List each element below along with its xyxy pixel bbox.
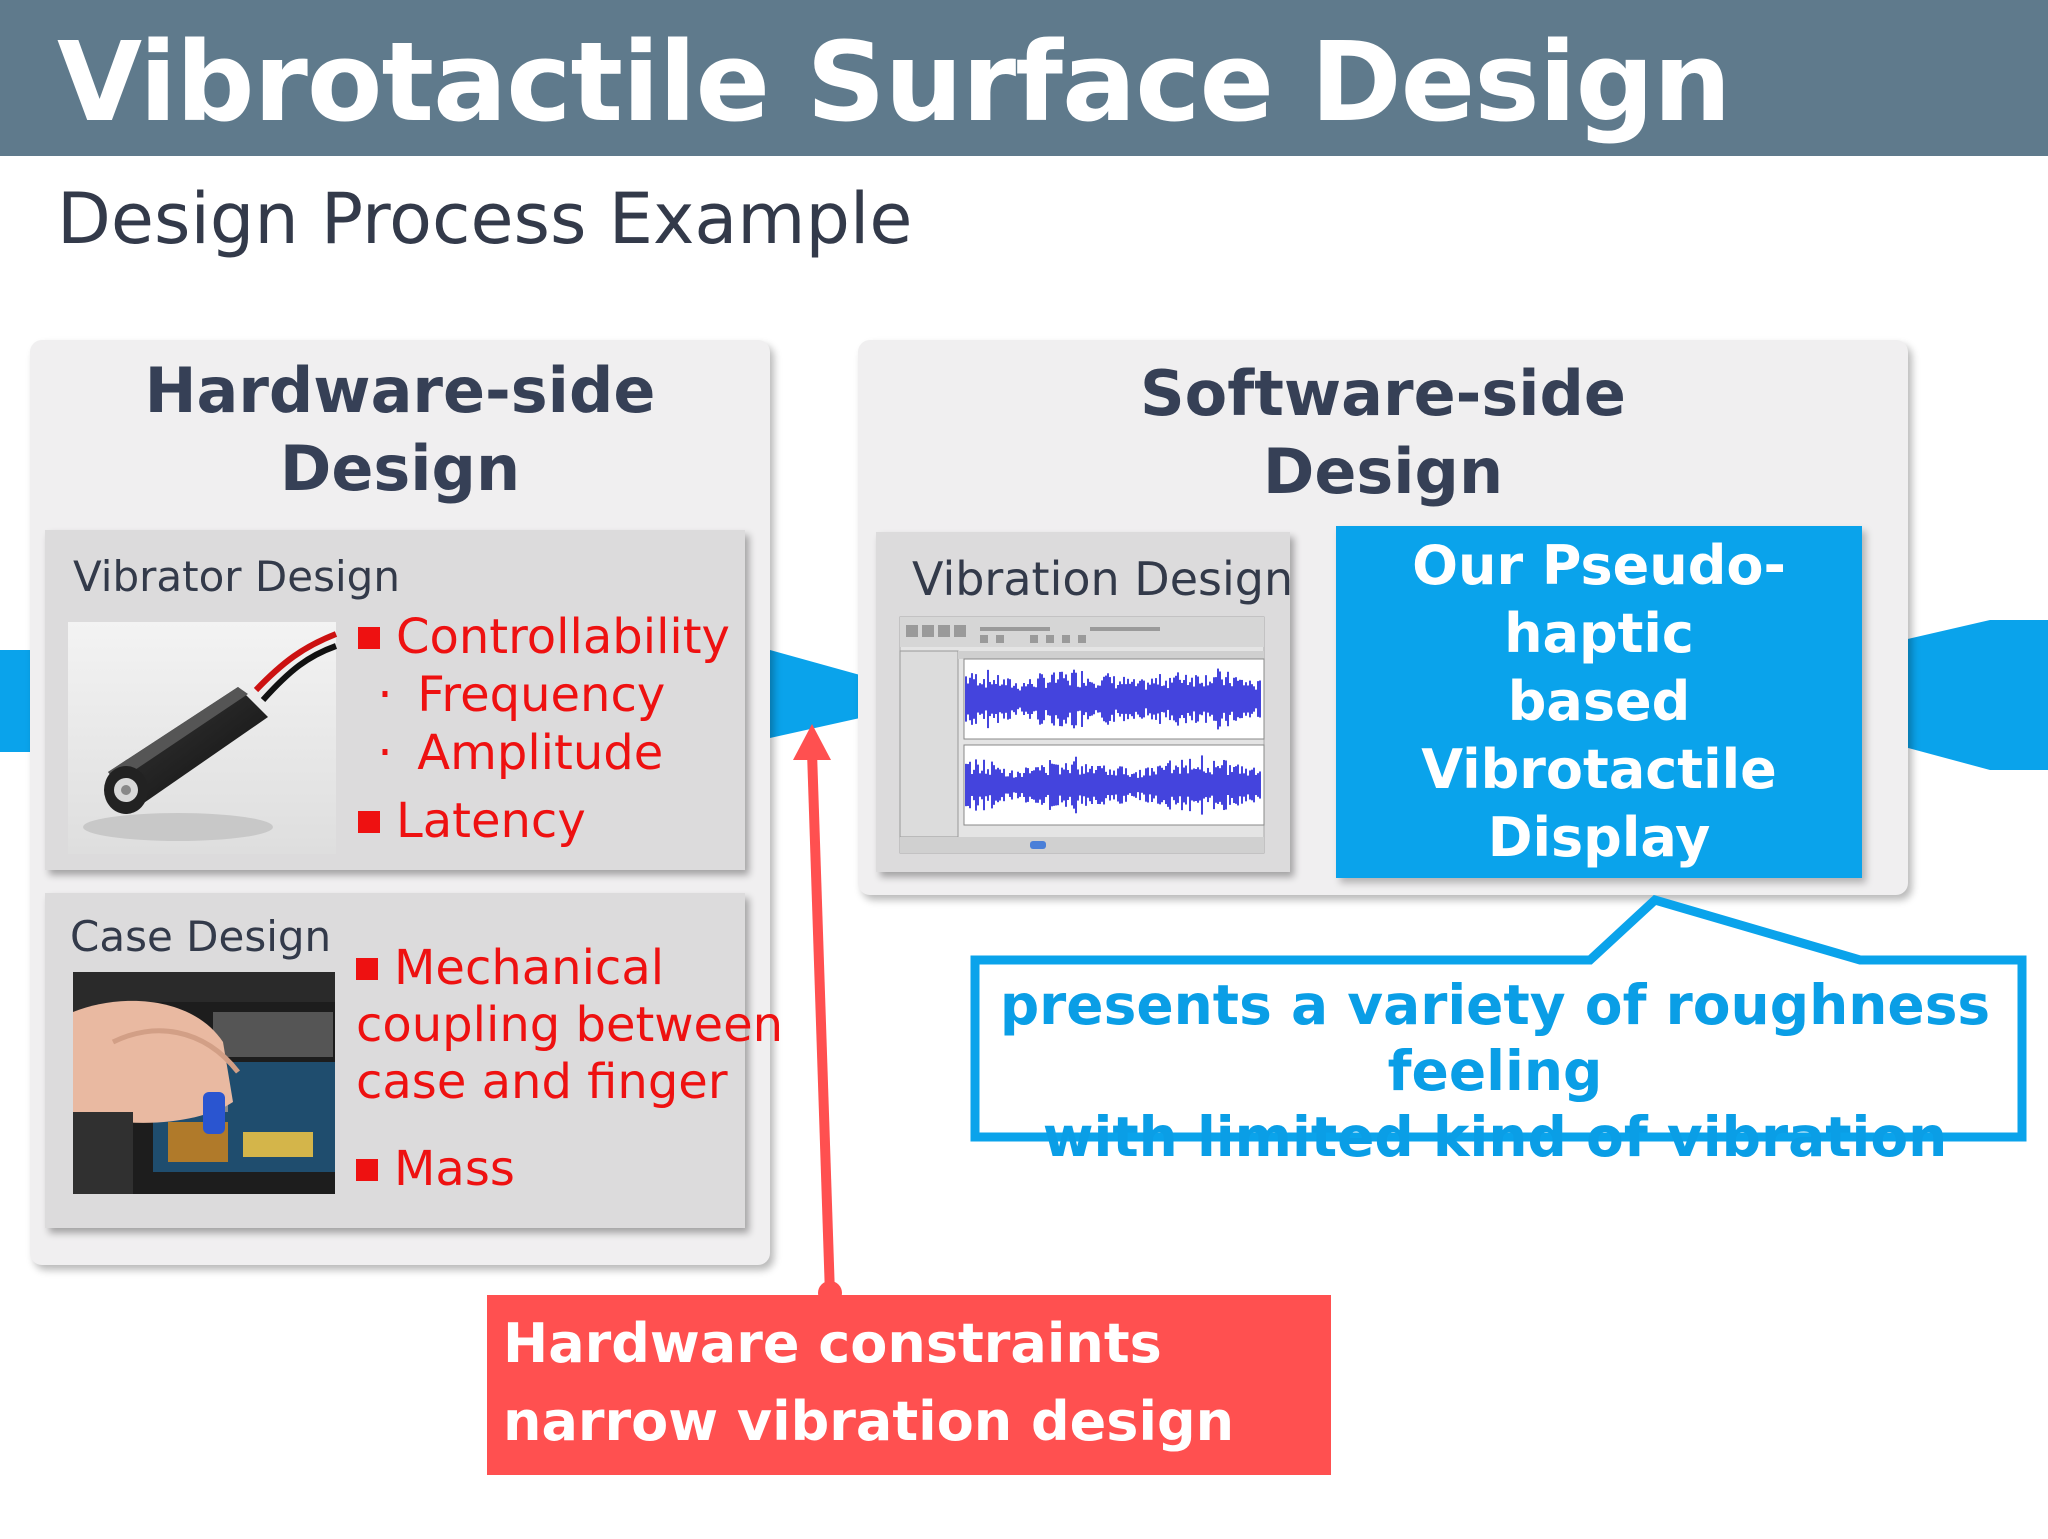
hardware-title-line2: Design [279,432,521,505]
feature-mass: Mass [356,1141,783,1198]
bullet-square-icon [356,1159,378,1181]
callout-line2: with limited kind of vibration [1042,1105,1948,1169]
slide-title: Vibrotactile Surface Design [57,18,1731,146]
bullet-square-icon [358,627,380,649]
software-title-line1: Software-side [1140,357,1626,430]
phone-case-photo [73,972,335,1194]
feature-latency: Latency [358,792,730,850]
slide-subtitle: Design Process Example [57,178,913,260]
pseudo-haptic-display-box: Our Pseudo-haptic based Vibrotactile Dis… [1336,526,1862,878]
hardware-panel-title: Hardware-side Design [30,352,770,508]
audio-editor-screenshot [899,616,1265,854]
hardware-constraints-box: Hardware constraints narrow vibration de… [487,1295,1331,1531]
feature-controllability: Controllability [358,608,730,666]
case-features: Mechanical coupling between case and fin… [356,940,783,1198]
bullet-dot-icon: · [377,725,393,781]
vibrator-design-heading: Vibrator Design [73,552,400,601]
feature-frequency: · Frequency [358,666,730,724]
feature-mechanical-coupling: Mechanical [356,940,783,997]
flow-band-mid [770,650,860,738]
bullet-square-icon [356,958,378,980]
feature-amplitude: · Amplitude [358,724,730,782]
waveform-top [965,668,1261,730]
vibrator-features: Controllability · Frequency · Amplitude … [358,608,730,850]
bullet-square-icon [358,811,380,833]
callout-text: presents a variety of roughness feeling … [970,972,2020,1170]
flow-band-left-tab [0,650,30,752]
software-title-line2: Design [1262,435,1504,508]
display-line3: Display [1487,806,1711,869]
software-panel-title: Software-side Design [858,355,1908,511]
feature-mechanical-line2: coupling between [356,997,784,1053]
feature-mechanical-line3: case and finger [356,1054,728,1110]
title-bar [0,0,2048,156]
constraints-line1: Hardware constraints [503,1312,1162,1375]
callout-line1: presents a variety of roughness feeling [999,973,1991,1103]
bullet-dot-icon: · [377,667,393,723]
vibrator-actuator-photo [68,622,338,854]
constraints-line2: narrow vibration design space [503,1390,1235,1531]
display-line2: based Vibrotactile [1421,670,1777,801]
waveform-bottom [965,755,1261,815]
hardware-title-line1: Hardware-side [144,354,656,427]
vibration-design-heading: Vibration Design [912,552,1294,606]
case-design-heading: Case Design [70,912,332,961]
display-line1: Our Pseudo-haptic [1412,534,1786,665]
